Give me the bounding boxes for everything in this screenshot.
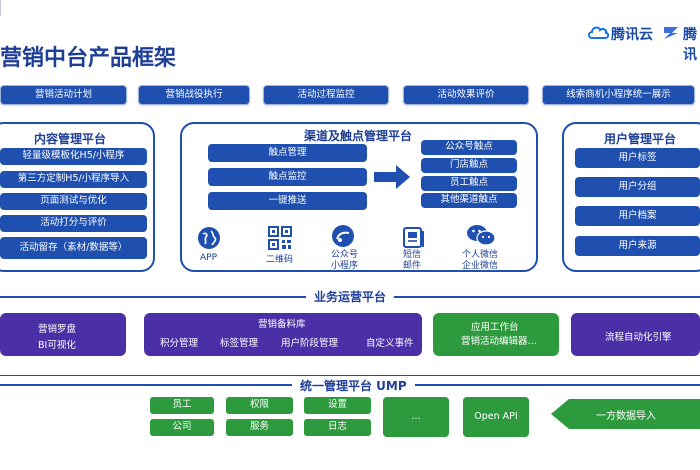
business-ops-title: 业务运营平台: [306, 288, 395, 305]
globe-icon: [198, 227, 220, 249]
icon-label-qrcode: 二维码: [266, 255, 294, 265]
ump-log[interactable]: 日志: [304, 419, 371, 436]
app-workbench-box[interactable]: [433, 313, 559, 356]
top-item-execute[interactable]: 营销战役执行: [138, 85, 250, 105]
icon-label-sms: 短信: [403, 250, 422, 260]
content-item-1[interactable]: 轻量级模板化H5/小程序: [0, 148, 147, 165]
tencent-cloud-logo-icon: [588, 26, 609, 39]
channel-right-item-3[interactable]: 员工触点: [421, 176, 517, 191]
ump-open-api[interactable]: Open API: [463, 397, 529, 437]
content-item-4[interactable]: 活动打分与评价: [0, 215, 147, 232]
ump-more[interactable]: …: [383, 397, 449, 437]
material-library-box: [144, 313, 422, 356]
channel-left-item-3[interactable]: 一键推送: [208, 192, 367, 210]
user-item-tags[interactable]: 用户标签: [575, 148, 700, 168]
ump-staff[interactable]: 员工: [150, 397, 214, 414]
top-item-plan[interactable]: 营销活动计划: [0, 85, 127, 105]
page-title: 营销中台产品框架: [0, 46, 177, 71]
content-platform-title: 内容管理平台: [34, 132, 107, 146]
marketing-dashboard-label: 营销罗盘: [38, 324, 77, 335]
icon-label-personal-wechat: 个人微信: [462, 250, 499, 260]
marketing-dashboard-box[interactable]: [0, 313, 126, 356]
brand-divider: [0, 0, 1, 16]
user-item-groups[interactable]: 用户分组: [575, 177, 700, 197]
bi-visual-label: BI可视化: [38, 340, 76, 351]
material-item-events[interactable]: 自定义事件: [366, 338, 414, 349]
right-arrow-icon: [374, 165, 410, 189]
process-engine-box[interactable]: [571, 313, 700, 356]
ump-settings[interactable]: 设置: [304, 397, 371, 414]
brand-tencent: 腾讯: [683, 27, 697, 63]
user-platform-title: 用户管理平台: [604, 132, 677, 146]
icon-label-miniprogram: 小程序: [331, 261, 359, 271]
first-party-data-import[interactable]: 一方数据导入: [551, 399, 700, 429]
wechat-official-icon: [332, 225, 354, 247]
process-engine-label: 流程自动化引擎: [605, 332, 672, 343]
sms-icon: [403, 227, 424, 248]
icon-label-official: 公众号: [331, 250, 359, 260]
wechat-icon: [467, 225, 496, 246]
ump-title: 统一管理平台 UMP: [292, 377, 415, 394]
channel-platform-title: 渠道及触点管理平台: [304, 129, 413, 143]
icon-label-enterprise-wechat: 企业微信: [462, 261, 499, 271]
channel-right-item-1[interactable]: 公众号触点: [421, 140, 517, 155]
user-item-source[interactable]: 用户来源: [575, 236, 700, 256]
channel-left-item-2[interactable]: 触点监控: [208, 168, 367, 186]
channel-left-item-1[interactable]: 触点管理: [208, 144, 367, 162]
app-workbench-label: 应用工作台: [471, 322, 519, 333]
brand-tencent-cloud: 腾讯云: [611, 27, 653, 43]
channel-right-item-2[interactable]: 门店触点: [421, 158, 517, 173]
top-item-leads[interactable]: 线索商机小程序统一展示: [542, 85, 695, 105]
ump-top-line: [0, 375, 700, 376]
content-item-5[interactable]: 活动留存（素材/数据等）: [0, 237, 147, 259]
ump-service[interactable]: 服务: [226, 419, 293, 436]
top-item-monitor[interactable]: 活动过程监控: [263, 85, 389, 105]
top-item-evaluate[interactable]: 活动效果评价: [403, 85, 529, 105]
ump-permission[interactable]: 权限: [226, 397, 293, 414]
content-item-3[interactable]: 页面测试与优化: [0, 193, 147, 210]
material-item-points[interactable]: 积分管理: [160, 338, 199, 349]
icon-label-mail: 邮件: [403, 261, 422, 271]
ump-company[interactable]: 公司: [150, 419, 214, 436]
channel-right-item-4[interactable]: 其他渠道触点: [421, 193, 517, 208]
user-item-profile[interactable]: 用户档案: [575, 206, 700, 226]
qrcode-icon: [268, 226, 292, 250]
campaign-editor-label: 营销活动编辑器…: [461, 336, 538, 347]
icon-label-app: APP: [200, 253, 218, 263]
material-item-tags[interactable]: 标签管理: [220, 338, 259, 349]
material-item-stage[interactable]: 用户阶段管理: [281, 338, 339, 349]
content-item-2[interactable]: 第三方定制H5/小程序导入: [0, 171, 147, 188]
tencent-logo-icon: [664, 27, 678, 39]
material-library-title: 营销备料库: [258, 319, 306, 330]
